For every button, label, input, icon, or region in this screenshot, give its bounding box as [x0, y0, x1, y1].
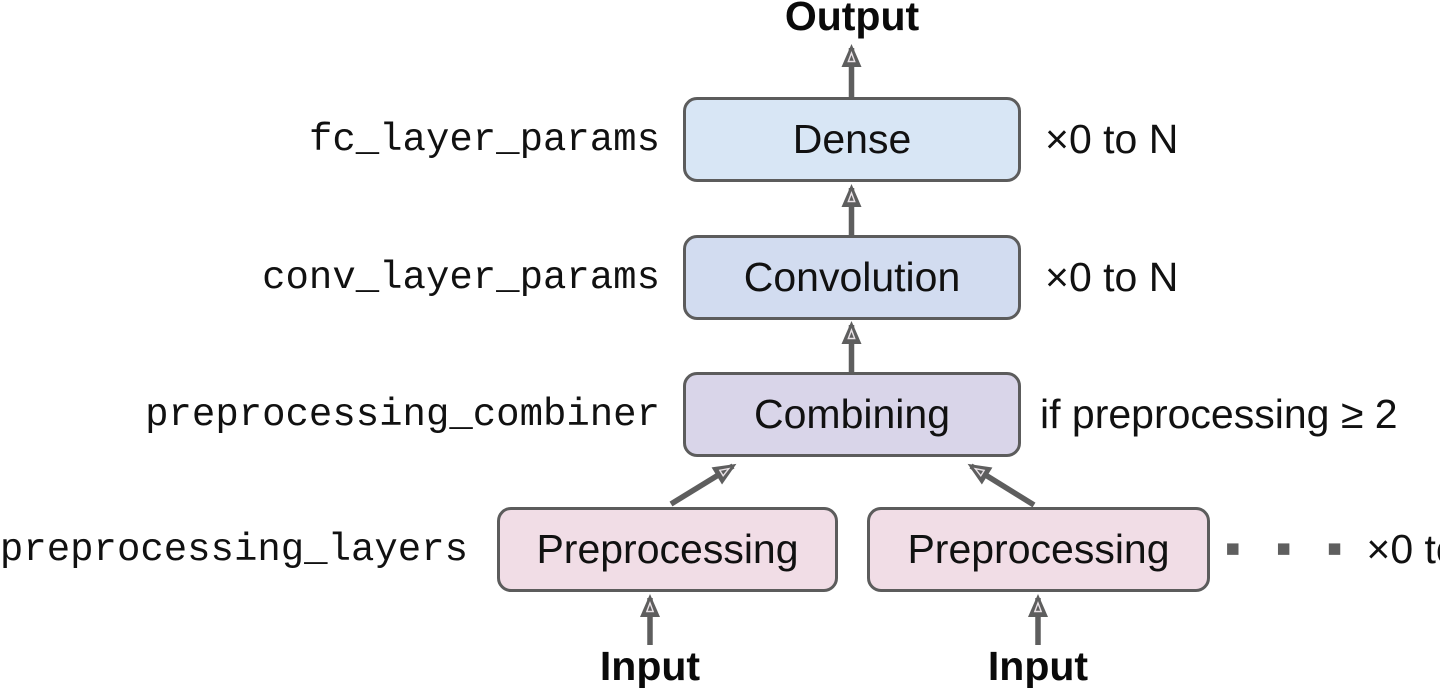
input-1-label: Input — [599, 643, 701, 688]
annotation-preprocessing-repeat-text: ×0 to N — [1366, 526, 1440, 572]
annotation-convolution-repeat: ×0 to N — [1045, 254, 1179, 300]
param-label-conv-layer-params: conv_layer_params — [262, 255, 660, 300]
node-preprocessing-2-label: Preprocessing — [907, 526, 1170, 572]
param-label-fc-layer-params: fc_layer_params — [308, 117, 660, 162]
node-preprocessing-1-label: Preprocessing — [536, 526, 799, 572]
annotation-combining-condition: if preprocessing ≥ 2 — [1040, 391, 1398, 437]
input-2-label: Input — [987, 643, 1089, 688]
node-dense-label: Dense — [792, 116, 912, 162]
annotation-dense-repeat: ×0 to N — [1045, 116, 1179, 162]
node-preprocessing-1: Preprocessing — [497, 507, 838, 592]
param-label-preprocessing-layers: preprocessing_layers — [0, 527, 468, 572]
node-convolution-label: Convolution — [743, 254, 961, 300]
output-label: Output — [784, 0, 920, 39]
node-combining-label: Combining — [754, 391, 950, 437]
node-convolution: Convolution — [683, 235, 1021, 320]
node-dense: Dense — [683, 97, 1021, 182]
param-label-preprocessing-combiner: preprocessing_combiner — [145, 392, 660, 437]
arrow-preprocessing2-to-combining — [967, 463, 1036, 508]
node-preprocessing-2: Preprocessing — [867, 507, 1210, 592]
node-combining: Combining — [683, 372, 1021, 457]
arrow-preprocessing1-to-combining — [669, 463, 737, 507]
repeat-ellipsis-icon: ▪ ▪ ▪ — [1225, 534, 1357, 561]
annotation-preprocessing-repeat: ▪ ▪ ▪ ×0 to N — [1225, 507, 1440, 592]
